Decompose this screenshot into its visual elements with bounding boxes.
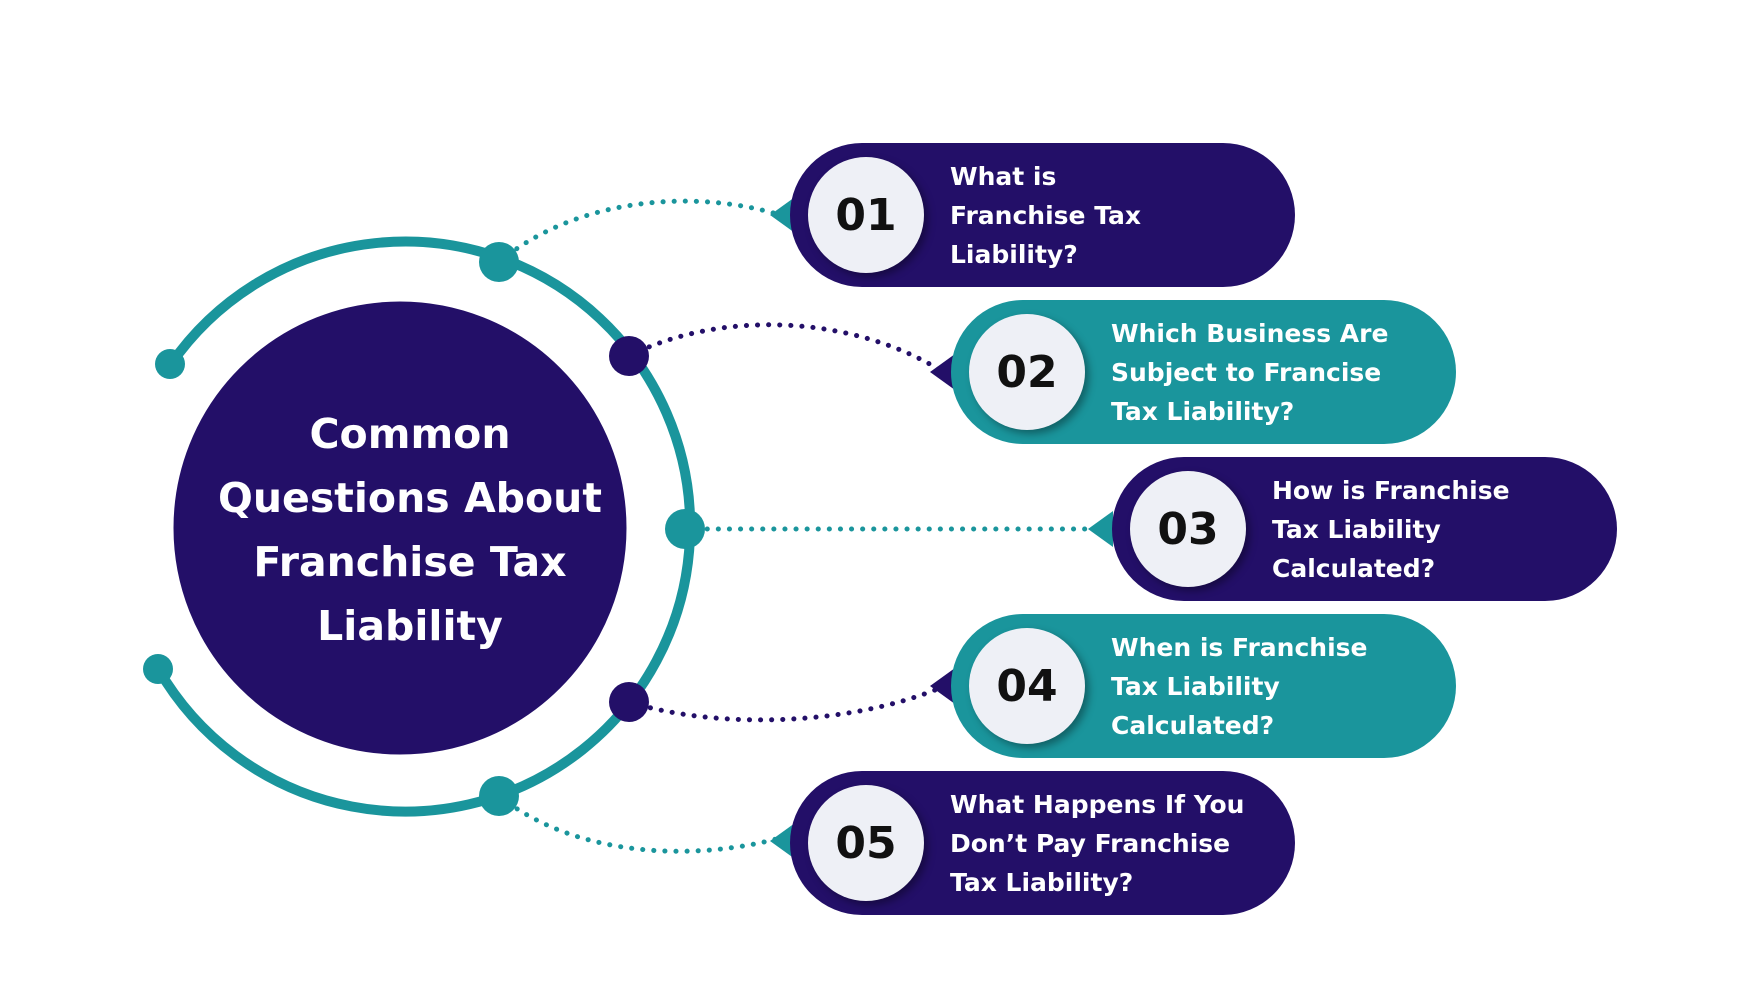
question-line: Tax Liability? xyxy=(950,867,1134,897)
question-pill-02: 02 Which Business Are Subject to Francis… xyxy=(951,300,1456,444)
question-text: What Happens If You Don’t Pay Franchise … xyxy=(950,785,1280,901)
ring-node-03 xyxy=(665,509,705,549)
question-line: What Happens If You xyxy=(950,789,1245,819)
question-line: What is xyxy=(950,161,1057,191)
hub-title-line: Common xyxy=(309,410,511,458)
connector-01 xyxy=(496,198,783,265)
connector-02 xyxy=(626,322,943,373)
number-badge: 01 xyxy=(808,157,924,273)
ring-end-dot-top xyxy=(155,349,185,379)
pointer-05 xyxy=(770,823,795,859)
hub-title: Common Questions About Franchise Tax Lia… xyxy=(180,400,640,660)
number-badge: 02 xyxy=(969,314,1085,430)
question-line: When is Franchise xyxy=(1111,632,1368,662)
pointer-04 xyxy=(930,668,955,704)
question-pill-05: 05 What Happens If You Don’t Pay Franchi… xyxy=(790,771,1295,915)
question-line: Don’t Pay Franchise xyxy=(950,828,1231,858)
hub-title-line: Questions About xyxy=(218,474,602,522)
ring-node-02 xyxy=(609,336,649,376)
question-line: Calculated? xyxy=(1111,710,1275,740)
ring-node-05 xyxy=(479,776,519,816)
number-badge: 04 xyxy=(969,628,1085,744)
question-pill-04: 04 When is Franchise Tax Liability Calcu… xyxy=(951,614,1456,758)
number-badge: 03 xyxy=(1130,471,1246,587)
question-text: Which Business Are Subject to Francise T… xyxy=(1111,314,1441,430)
question-pill-01: 01 What is Franchise Tax Liability? xyxy=(790,143,1295,287)
question-line: Tax Liability xyxy=(1111,671,1280,701)
ring-end-dot-bottom xyxy=(143,654,173,684)
hub-title-line: Franchise Tax xyxy=(253,538,567,586)
question-line: Tax Liability? xyxy=(1111,396,1295,426)
question-pill-03: 03 How is Franchise Tax Liability Calcul… xyxy=(1112,457,1617,601)
question-line: Tax Liability xyxy=(1272,514,1441,544)
ring-node-04 xyxy=(609,682,649,722)
hub-title-line: Liability xyxy=(317,602,503,650)
question-line: Franchise Tax xyxy=(950,200,1142,230)
question-line: Which Business Are xyxy=(1111,318,1389,348)
question-line: Calculated? xyxy=(1272,553,1436,583)
pointer-02 xyxy=(930,354,955,390)
question-line: Subject to Francise xyxy=(1111,357,1382,387)
question-text: How is Franchise Tax Liability Calculate… xyxy=(1272,471,1602,587)
number-badge: 05 xyxy=(808,785,924,901)
connector-05 xyxy=(496,793,783,854)
pointer-03 xyxy=(1088,511,1113,547)
connector-04 xyxy=(626,685,943,723)
question-text: When is Franchise Tax Liability Calculat… xyxy=(1111,628,1441,744)
question-line: How is Franchise xyxy=(1272,475,1510,505)
question-line: Liability? xyxy=(950,239,1078,269)
ring-node-01 xyxy=(479,242,519,282)
question-text: What is Franchise Tax Liability? xyxy=(950,157,1280,273)
hub-circle xyxy=(170,298,630,758)
pointer-01 xyxy=(770,197,795,233)
